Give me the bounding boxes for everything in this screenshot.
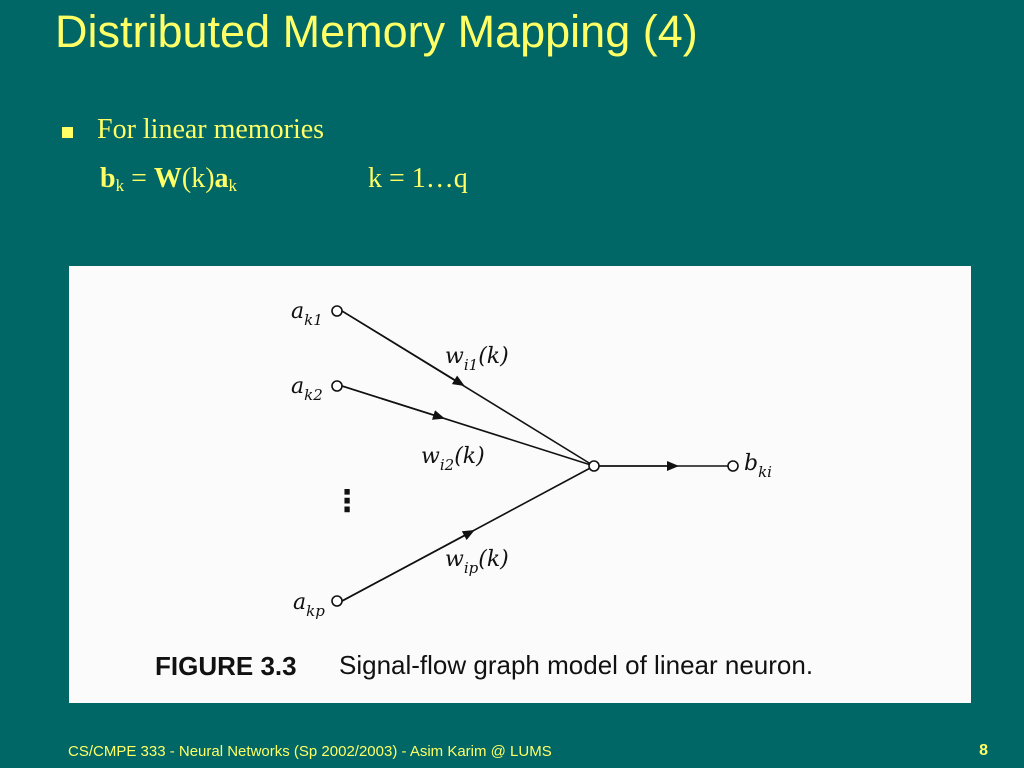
- label-weight-i2: wi2(k): [421, 444, 485, 474]
- vertical-ellipsis: ⋮: [332, 484, 362, 519]
- label-input-kp: akp: [293, 590, 325, 620]
- eq-b: b: [100, 163, 116, 194]
- eq-a: a: [214, 163, 229, 194]
- figure-image: ak1 ak2 akp wi1(k) wi2(k) wip(k) bki ⋮ F…: [69, 266, 971, 703]
- edge-k2-arrow: [341, 385, 445, 420]
- edge-kp-arrow: [341, 530, 475, 602]
- signal-flow-graph: ak1 ak2 akp wi1(k) wi2(k) wip(k) bki ⋮ F…: [155, 299, 813, 681]
- summing-node: [588, 460, 600, 472]
- figure-caption-label: FIGURE 3.3: [155, 651, 297, 681]
- footer-text: CS/CMPE 333 - Neural Networks (Sp 2002/2…: [68, 743, 552, 760]
- label-input-k1: ak1: [291, 299, 323, 329]
- slide-title: Distributed Memory Mapping (4): [55, 6, 698, 57]
- eq-equals: =: [124, 163, 154, 194]
- eq-a-subscript: k: [228, 176, 238, 195]
- eq-W: W: [153, 163, 182, 194]
- square-bullet-icon: [62, 126, 73, 138]
- node-kp: [331, 595, 343, 607]
- node-k2: [331, 380, 343, 392]
- eq-range: k = 1…q: [368, 163, 468, 194]
- equation: bk = W(k)ak k = 1…q: [100, 163, 468, 196]
- figure-caption-text: Signal-flow graph model of linear neuron…: [339, 650, 813, 680]
- label-input-k2: ak2: [291, 374, 323, 404]
- output-node: [727, 460, 739, 472]
- node-k1: [331, 305, 343, 317]
- label-weight-i1: wi1(k): [445, 344, 509, 374]
- edge-k1-arrow: [341, 310, 465, 387]
- page-number: 8: [979, 742, 988, 759]
- label-output: bki: [744, 451, 772, 481]
- bullet-text: For linear memories: [97, 114, 325, 145]
- label-weight-ip: wip(k): [445, 547, 509, 577]
- bullet-item: For linear memories: [62, 114, 324, 146]
- eq-kparen: (k): [181, 163, 215, 194]
- eq-b-subscript: k: [115, 176, 125, 195]
